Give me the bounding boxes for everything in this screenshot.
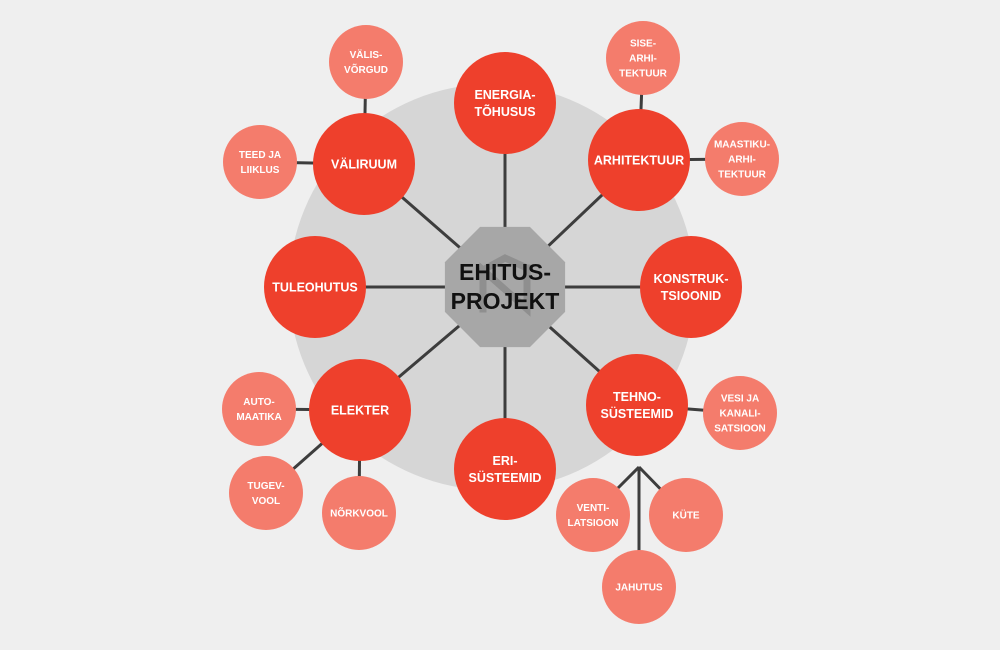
node-label: VÄLIRUUM xyxy=(331,157,397,172)
node-tuleohutus: TULEOHUTUS xyxy=(264,236,366,338)
subnode-automaatika: AUTO-MAATIKA xyxy=(222,372,296,446)
node-circle xyxy=(454,418,556,520)
node-konstruktsioonid: KONSTRUK-TSIOONID xyxy=(640,236,742,338)
node-erisusteemid: ERI-SÜSTEEMID xyxy=(454,418,556,520)
node-label: JAHUTUS xyxy=(615,583,663,594)
subnode-valisvorgud: VÄLIS-VÕRGUD xyxy=(329,25,403,99)
node-label: VENTI-LATSIOON xyxy=(568,503,619,529)
subnode-sisearhitektuur: SISE-ARHI-TEKTUUR xyxy=(606,21,680,95)
diagram-nodes: ENERGIA-TÕHUSUS ARHITEKTUUR KONSTRUK-TSIOO… xyxy=(222,21,779,624)
subnode-norkvool: NÕRKVOOL xyxy=(322,476,396,550)
node-label: AUTO-MAATIKA xyxy=(236,397,281,423)
node-energiatohusus: ENERGIA-TÕHUSUS xyxy=(454,52,556,154)
center-node: EHITUS-PROJEKT xyxy=(444,226,566,348)
node-label: ELEKTER xyxy=(331,404,389,418)
node-circle xyxy=(454,52,556,154)
subnode-tugevvool: TUGEV-VOOL xyxy=(229,456,303,530)
center-title: EHITUS-PROJEKT xyxy=(451,259,560,314)
node-label: SISE-ARHI-TEKTUUR xyxy=(619,39,668,80)
subnode-maastikuarhitektuur: MAASTIKU-ARHI-TEKTUUR xyxy=(705,122,779,196)
node-label: ARHITEKTUUR xyxy=(594,154,684,168)
node-circle xyxy=(588,109,690,211)
node-circle xyxy=(313,113,415,215)
node-circle xyxy=(640,236,742,338)
node-circle xyxy=(586,354,688,456)
subnode-circle xyxy=(556,478,630,552)
subnode-circle xyxy=(222,372,296,446)
node-label: KÜTE xyxy=(672,509,700,522)
node-label: ERI-SÜSTEEMID xyxy=(469,454,542,485)
node-circle xyxy=(309,359,411,461)
subnode-kute: KÜTE xyxy=(649,478,723,552)
subnode-circle xyxy=(322,476,396,550)
subnode-jahutus: JAHUTUS xyxy=(602,550,676,624)
node-label: KONSTRUK-TSIOONID xyxy=(654,272,729,303)
logo-mark-icon xyxy=(478,254,532,317)
subnode-circle xyxy=(223,125,297,199)
node-arhitektuur: ARHITEKTUUR xyxy=(588,109,690,211)
node-label: MAASTIKU-ARHI-TEKTUUR xyxy=(714,140,770,181)
subnode-ventilatsioon: VENTI-LATSIOON xyxy=(556,478,630,552)
node-label: TUGEV-VOOL xyxy=(247,481,284,507)
subnode-circle xyxy=(649,478,723,552)
subnode-circle xyxy=(705,122,779,196)
node-label: TEHNO-SÜSTEEMID xyxy=(601,390,674,421)
subnode-circle xyxy=(329,25,403,99)
subnode-circle xyxy=(606,21,680,95)
node-label: ENERGIA-TÕHUSUS xyxy=(474,88,535,119)
node-label: NÕRKVOOL xyxy=(330,507,388,520)
subnode-circle xyxy=(229,456,303,530)
node-label: VÄLIS-VÕRGUD xyxy=(344,48,388,76)
node-circle xyxy=(264,236,366,338)
subnode-circle xyxy=(703,376,777,450)
node-elekter: ELEKTER xyxy=(309,359,411,461)
subnode-circle xyxy=(602,550,676,624)
node-valiruum: VÄLIRUUM xyxy=(313,113,415,215)
node-label: TULEOHUTUS xyxy=(272,281,357,295)
node-tehnosusteemid: TEHNO-SÜSTEEMID xyxy=(586,354,688,456)
